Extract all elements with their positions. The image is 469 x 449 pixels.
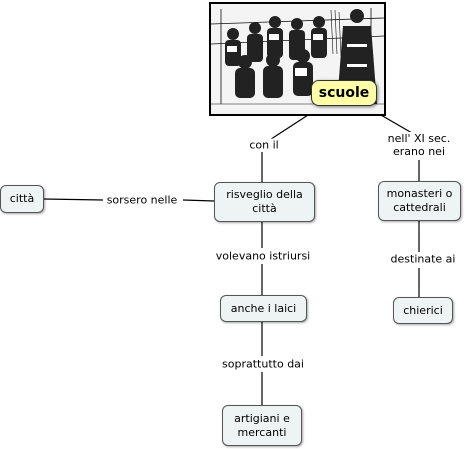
line-sorsero-risveglio (182, 199, 215, 202)
woodcut-image (209, 2, 386, 116)
node-laici[interactable]: anche i laici (220, 295, 307, 322)
main-concept-scuole[interactable]: scuole (311, 80, 377, 106)
link-label-volevano: volevano istriursi (213, 249, 313, 263)
link-label-xi-sec: nell' XI sec. erano nei (385, 132, 453, 158)
node-risveglio[interactable]: risveglio della città (214, 182, 315, 222)
link-label-sorsero: sorsero nelle (104, 193, 180, 207)
link-label-soprattutto: soprattutto dai (220, 357, 306, 371)
classroom-scene-icon (211, 4, 384, 114)
link-label-con-il: con il (247, 138, 281, 152)
link-label-destinate: destinate ai (388, 252, 458, 266)
node-chierici[interactable]: chierici (393, 297, 453, 324)
node-artigiani[interactable]: artigiani e mercanti (222, 405, 302, 446)
node-citta[interactable]: città (0, 185, 44, 213)
line-citta-sorsero (43, 198, 104, 201)
node-monasteri[interactable]: monasteri o cattedrali (378, 181, 461, 221)
